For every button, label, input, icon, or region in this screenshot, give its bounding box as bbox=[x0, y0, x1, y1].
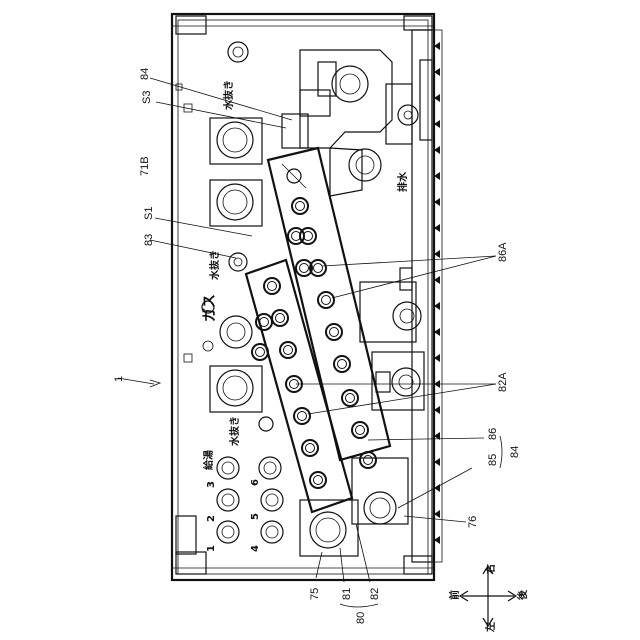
board-86-hole-inner bbox=[364, 456, 373, 465]
board-82-hole-inner bbox=[260, 318, 269, 327]
board-82-hole-inner bbox=[306, 444, 315, 453]
board-82-holes bbox=[252, 278, 326, 488]
text-drain-low: 水抜き bbox=[228, 416, 241, 447]
label-81: 81 bbox=[341, 588, 353, 600]
label-85: 85 bbox=[487, 454, 499, 466]
board-86-hole bbox=[334, 356, 350, 372]
text-drain-top: 水抜き bbox=[222, 80, 235, 111]
text-num-2: 2 bbox=[206, 515, 217, 522]
label-84: 84 bbox=[509, 446, 521, 458]
text-gas: ガス bbox=[202, 294, 218, 322]
board-86-hole-inner bbox=[330, 328, 339, 337]
label-84-top: 84 bbox=[139, 68, 151, 80]
label-S1: S1 bbox=[143, 207, 155, 220]
compass-right: 右 bbox=[484, 564, 497, 575]
compass-front: 前 bbox=[448, 590, 461, 600]
board-86-hole-inner bbox=[296, 202, 305, 211]
label-76: 76 bbox=[467, 516, 479, 528]
label-86A: 86A bbox=[497, 242, 509, 262]
text-supply-hot: 給湯 bbox=[202, 450, 215, 470]
board-86-hole bbox=[352, 422, 368, 438]
board-86-hole bbox=[318, 292, 334, 308]
text-drain-mid: 水抜き bbox=[208, 250, 221, 281]
board-82-hole bbox=[280, 342, 296, 358]
board-82-hole bbox=[294, 408, 310, 424]
direction-compass bbox=[460, 566, 516, 626]
board-86-hole bbox=[326, 324, 342, 340]
board-82-hole bbox=[264, 278, 280, 294]
text-num-1: 1 bbox=[206, 545, 217, 552]
board-82-hole-inner bbox=[276, 314, 285, 323]
board-82-hole bbox=[252, 344, 268, 360]
text-num-5: 5 bbox=[250, 513, 261, 520]
label-S3: S3 bbox=[141, 91, 153, 104]
label-80: 80 bbox=[355, 612, 367, 624]
label-82A: 82A bbox=[497, 372, 509, 392]
board-86-hole-inner bbox=[314, 264, 323, 273]
text-num-6: 6 bbox=[250, 479, 261, 486]
board-86-hole-inner bbox=[322, 296, 331, 305]
board-86-hole-inner bbox=[338, 360, 347, 369]
board-82-hole-inner bbox=[314, 476, 323, 485]
board-82-hole bbox=[272, 310, 288, 326]
compass-rear: 後 bbox=[516, 589, 529, 600]
text-num-3: 3 bbox=[206, 481, 217, 488]
board-86-hole bbox=[342, 390, 358, 406]
right-components bbox=[360, 268, 424, 410]
board-86-hole bbox=[288, 228, 304, 244]
board-82-hole-inner bbox=[284, 346, 293, 355]
label-83: 83 bbox=[143, 234, 155, 246]
label-1: 1 bbox=[113, 376, 125, 382]
text-num-4: 4 bbox=[250, 545, 261, 552]
label-71B: 71B bbox=[139, 156, 151, 176]
board-86-hole bbox=[292, 198, 308, 214]
label-75: 75 bbox=[309, 588, 321, 600]
board-86-hole-inner bbox=[346, 394, 355, 403]
board-86-hole-inner bbox=[356, 426, 365, 435]
board-86-hole-inner bbox=[300, 264, 309, 273]
label-82: 82 bbox=[369, 588, 381, 600]
board-82-hole bbox=[302, 440, 318, 456]
text-exhaust-water: 排水 bbox=[396, 171, 409, 192]
board-82-hole-inner bbox=[298, 412, 307, 421]
board-82-hole-inner bbox=[256, 348, 265, 357]
reference-labels: 1 71B 84 S3 S1 83 86A 82A 86 84 85 76 75… bbox=[113, 68, 521, 624]
board-86-hole bbox=[360, 452, 376, 468]
board-82-hole-inner bbox=[268, 282, 277, 291]
label-86: 86 bbox=[487, 428, 499, 440]
board-82-hole bbox=[310, 472, 326, 488]
compass-left: 左 bbox=[484, 622, 497, 633]
